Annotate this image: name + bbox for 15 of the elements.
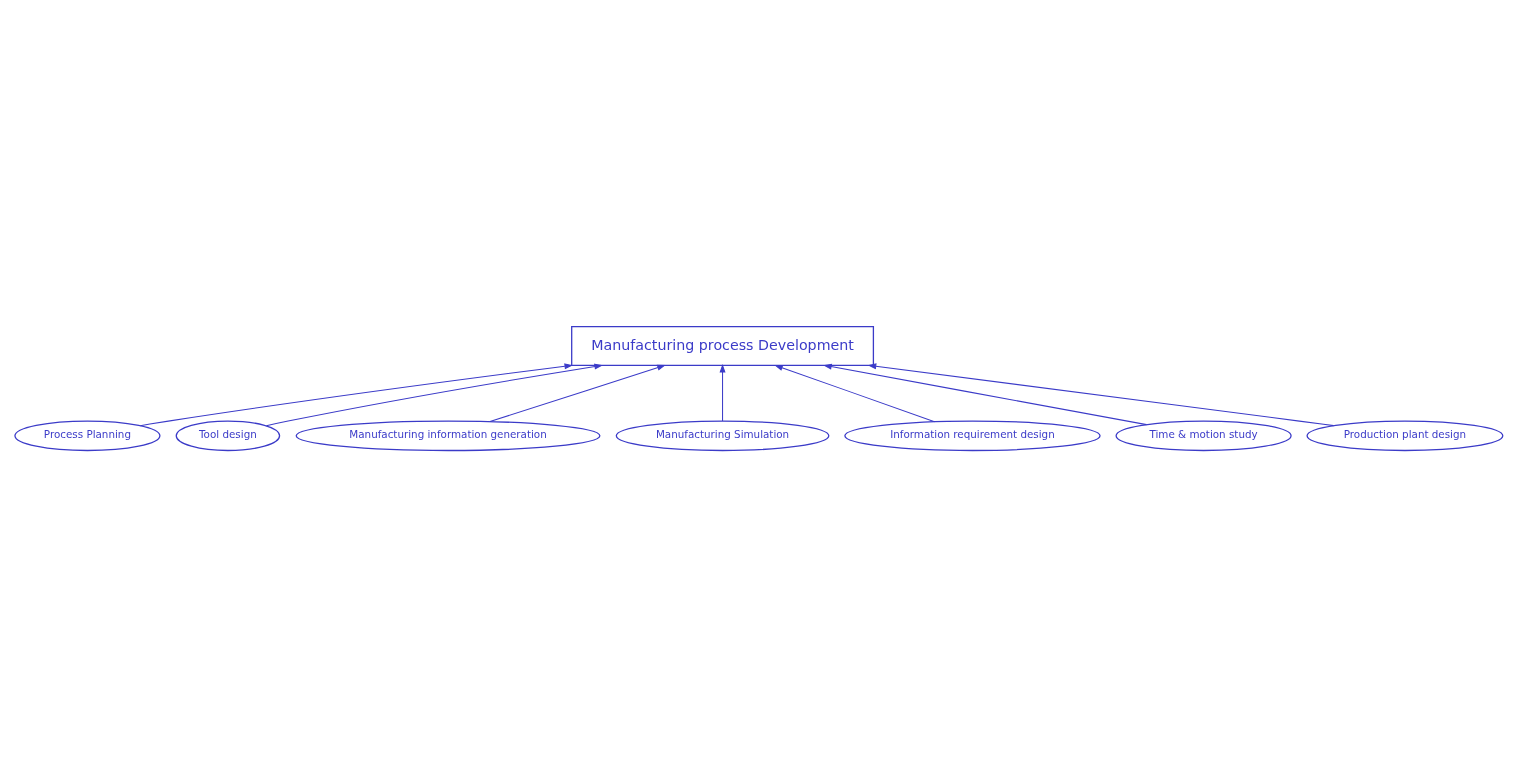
arrow [867,363,1335,427]
arrow [719,363,726,422]
arrow [489,364,666,423]
node-ellipse: Tool design [175,420,281,452]
node-ellipse: Manufacturing Simulation [615,420,830,452]
node-ellipse: Time & motion study [1115,420,1292,452]
arrow [139,363,574,427]
arrow [774,364,935,423]
node-ellipse: Manufacturing information generation [295,420,601,452]
node-ellipse: Information requirement design [844,420,1101,452]
arrow [823,363,1148,426]
node-box: Manufacturing process Development [571,325,875,367]
node-ellipse: Process Planning [14,420,161,452]
node-ellipse: Production plant design [1306,420,1504,452]
arrow [265,363,603,427]
